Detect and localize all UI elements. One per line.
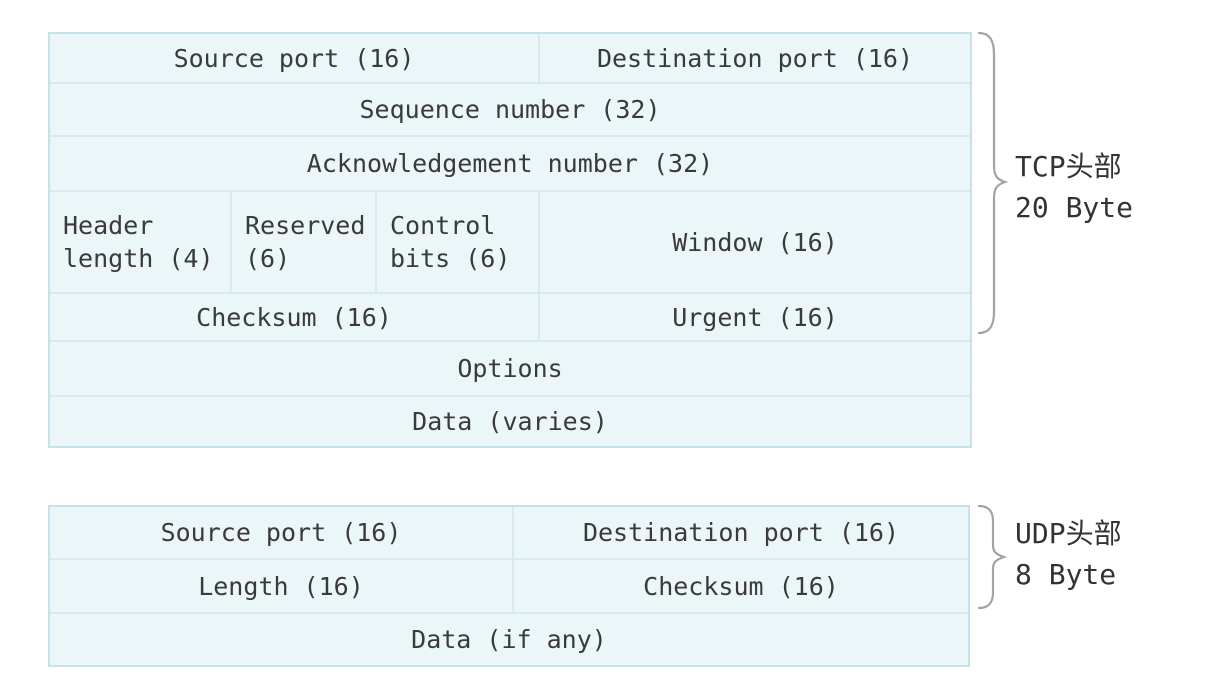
udp-cell-length: Length (16): [50, 560, 512, 612]
tcp-brace-label-line1: TCP头部: [1015, 150, 1122, 183]
tcp-cell-reserved: Reserved (6): [232, 192, 375, 292]
tcp-cell-control-bits: Control bits (6): [377, 192, 538, 292]
udp-cell-data: Data (if any): [50, 614, 968, 665]
tcp-cell-source-port: Source port (16): [50, 34, 538, 82]
tcp-brace-label: TCP头部 20 Byte: [1015, 146, 1133, 228]
tcp-cell-destination-port: Destination port (16): [540, 34, 970, 82]
udp-brace-label: UDP头部 8 Byte: [1015, 513, 1122, 595]
udp-cell-destination-port: Destination port (16): [514, 507, 968, 558]
tcp-cell-sequence-number: Sequence number (32): [50, 84, 970, 135]
tcp-cell-window: Window (16): [540, 192, 970, 292]
tcp-header-table: Source port (16) Destination port (16) S…: [48, 32, 972, 448]
tcp-cell-urgent: Urgent (16): [540, 294, 970, 340]
tcp-cell-acknowledgement-number: Acknowledgement number (32): [50, 137, 970, 190]
tcp-cell-checksum: Checksum (16): [50, 294, 538, 340]
udp-header-table: Source port (16) Destination port (16) L…: [48, 505, 970, 667]
udp-brace-icon: [977, 504, 1008, 610]
tcp-cell-header-length: Header length (4): [50, 192, 230, 292]
udp-cell-checksum: Checksum (16): [514, 560, 968, 612]
udp-brace-label-line1: UDP头部: [1015, 517, 1122, 550]
udp-cell-source-port: Source port (16): [50, 507, 512, 558]
udp-brace-label-line2: 8 Byte: [1015, 558, 1117, 591]
tcp-brace-icon: [977, 31, 1009, 335]
tcp-cell-options: Options: [50, 342, 970, 395]
tcp-cell-data: Data (varies): [50, 397, 970, 446]
tcp-brace-label-line2: 20 Byte: [1015, 191, 1134, 224]
